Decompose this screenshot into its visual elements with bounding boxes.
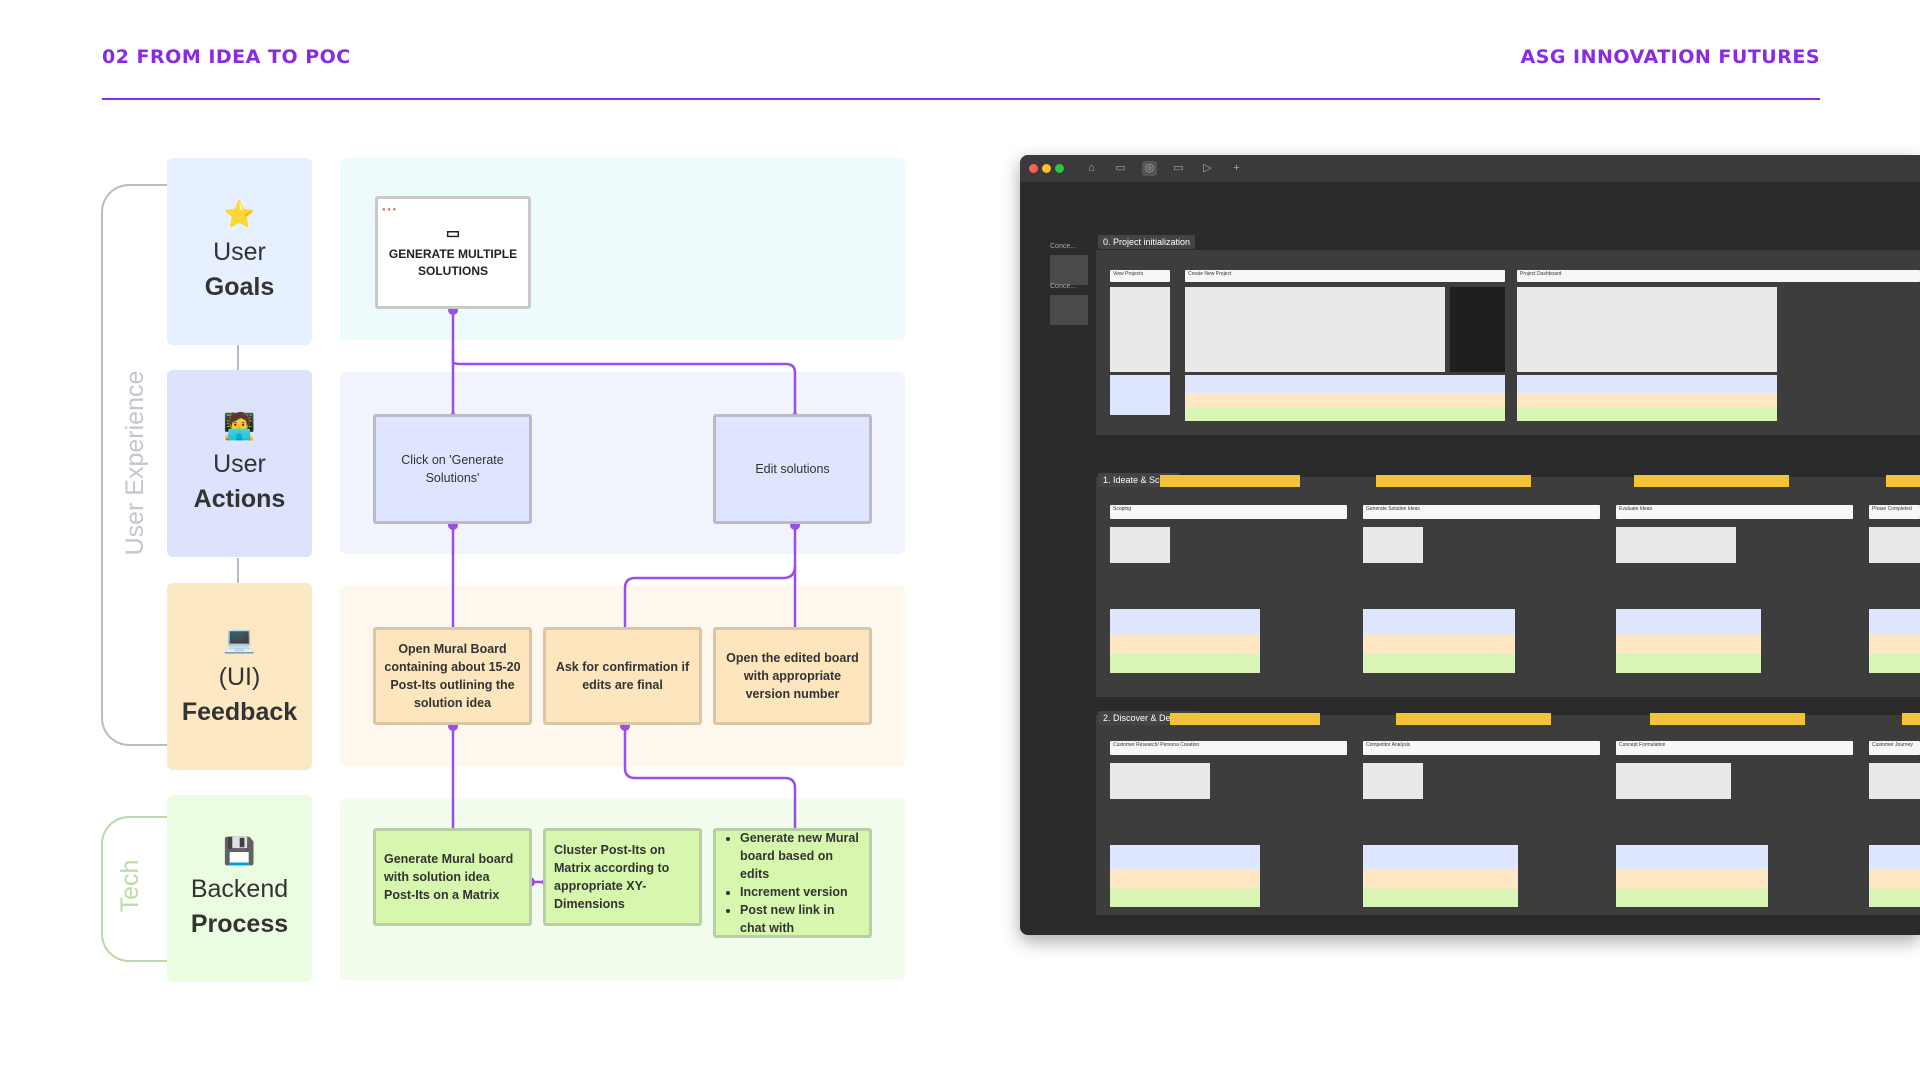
screen-thumbnail <box>1869 763 1920 799</box>
lane-label-ui-feedback: 💻 (UI) Feedback <box>167 583 312 770</box>
frame-card: Create New Project <box>1185 270 1505 282</box>
flow-rows <box>1616 609 1761 673</box>
sidebar-item[interactable]: Conce... <box>1050 283 1077 290</box>
lane-label-user-goals: ⭐ User Goals <box>167 158 312 345</box>
frame-card: Phase Completed <box>1869 505 1920 519</box>
sidebar-item[interactable]: Conce... <box>1050 243 1077 250</box>
browser-window-icon: ▭ <box>445 225 461 242</box>
maximize-window-icon[interactable] <box>1055 164 1064 173</box>
connector-confirm-to-new-board <box>623 725 797 833</box>
flow-rows <box>1869 609 1920 673</box>
flow-rows <box>1110 375 1170 415</box>
screen-thumbnails <box>1517 287 1777 372</box>
sidebar-thumbnail[interactable] <box>1050 295 1088 325</box>
sticky-note <box>1902 713 1920 725</box>
frame-card: Evaluate Ideas <box>1616 505 1853 519</box>
flow-rows <box>1517 375 1777 393</box>
flow-rows <box>1185 375 1505 393</box>
section-title: 0. Project initialization <box>1098 235 1196 249</box>
feedback-ask-confirmation: Ask for confirmation if edits are final <box>543 627 702 725</box>
flow-rows <box>1517 407 1777 421</box>
section-title: 02 FROM IDEA TO POC <box>102 46 351 68</box>
frame-card: View Projects <box>1110 270 1170 282</box>
flow-rows <box>1110 845 1260 907</box>
screen-thumbnail <box>1869 527 1920 563</box>
tech-bracket <box>101 816 169 962</box>
screen-thumbnails <box>1450 287 1505 372</box>
frame-card: Concept Formulation <box>1616 741 1853 755</box>
lane-connector <box>237 558 239 583</box>
flow-rows <box>1363 609 1515 673</box>
screen-thumbnail <box>1363 763 1423 799</box>
flow-rows <box>1517 393 1777 407</box>
header-divider <box>102 98 1820 100</box>
tab-icon[interactable]: ▭ <box>1173 162 1184 174</box>
sticky-note <box>1650 713 1805 725</box>
action-edit-solutions: Edit solutions <box>713 414 872 524</box>
frame-card: Project Dashboard <box>1517 270 1920 282</box>
screen-thumbnails <box>1110 287 1170 372</box>
screen-thumbnail <box>1616 527 1736 563</box>
add-tab-icon[interactable]: + <box>1233 162 1240 174</box>
sticky-note <box>1170 713 1320 725</box>
connector-edit-to-confirm <box>623 565 797 632</box>
sticky-note <box>1376 475 1531 487</box>
section-title: 1. Ideate & Scope <box>1098 473 1180 487</box>
feedback-open-board: Open Mural Board containing about 15-20 … <box>373 627 532 725</box>
flow-rows <box>1869 845 1920 907</box>
floppy-disk-icon: 💾 <box>223 835 256 866</box>
screen-thumbnail <box>1363 527 1423 563</box>
flow-rows <box>1363 845 1518 907</box>
screen-thumbnail <box>1110 763 1210 799</box>
flow-rows <box>1185 407 1505 421</box>
active-tab-icon[interactable]: ◎ <box>1142 161 1157 176</box>
action-click-generate: Click on 'Generate Solutions' <box>373 414 532 524</box>
flow-rows <box>1110 609 1260 673</box>
sticky-note <box>1396 713 1551 725</box>
backend-cluster-postits: Cluster Post-Its on Matrix according to … <box>543 828 702 926</box>
star-icon: ⭐ <box>223 198 256 229</box>
connector-goal-to-edit <box>451 350 797 418</box>
person-laptop-icon: 🧑‍💻 <box>223 410 256 441</box>
frame-card: Generate Solution Ideas <box>1363 505 1600 519</box>
feedback-open-edited-board: Open the edited board with appropriate v… <box>713 627 872 725</box>
sticky-note <box>1886 475 1920 487</box>
mural-board-window: ⌂ ▭ ◎ ▭ ▷ + Conce... Conce... 0. Project… <box>1020 155 1920 935</box>
backend-generate-board: Generate Mural board with solution idea … <box>373 828 532 926</box>
minimize-window-icon[interactable] <box>1042 164 1051 173</box>
sticky-note <box>1160 475 1300 487</box>
lane-label-backend-process: 💾 Backend Process <box>167 795 312 982</box>
flow-rows <box>1616 845 1768 907</box>
laptop-icon: 💻 <box>223 623 256 654</box>
flow-rows <box>1185 393 1505 407</box>
bullet-item: Generate new Mural board based on edits <box>740 829 861 883</box>
user-experience-bracket <box>101 184 169 746</box>
window-dots-icon: ● ● ● <box>382 207 397 213</box>
backend-new-board-list: Generate new Mural board based on edits … <box>713 828 872 938</box>
tab-icon[interactable]: ▭ <box>1115 162 1126 174</box>
close-window-icon[interactable] <box>1029 164 1038 173</box>
window-titlebar <box>1020 155 1920 182</box>
brand-title: ASG INNOVATION FUTURES <box>1520 46 1820 68</box>
bullet-item: Post new link in chat with <box>740 901 861 937</box>
lane-connector <box>237 345 239 370</box>
screen-thumbnail <box>1616 763 1731 799</box>
sidebar-thumbnail[interactable] <box>1050 255 1088 285</box>
play-icon[interactable]: ▷ <box>1203 162 1212 174</box>
frame-card: Scoping <box>1110 505 1347 519</box>
frame-card: Customer Research/ Persona Creation <box>1110 741 1347 755</box>
screen-thumbnails <box>1185 287 1445 372</box>
home-icon[interactable]: ⌂ <box>1088 162 1095 174</box>
goal-generate-multiple-solutions: ● ● ● ▭ GENERATE MULTIPLE SOLUTIONS <box>375 196 531 309</box>
lane-label-user-actions: 🧑‍💻 User Actions <box>167 370 312 557</box>
sticky-note <box>1634 475 1789 487</box>
frame-card: Competitor Analysis <box>1363 741 1600 755</box>
frame-card: Customer Journey <box>1869 741 1920 755</box>
screen-thumbnail <box>1110 527 1170 563</box>
bullet-item: Increment version <box>740 883 861 901</box>
